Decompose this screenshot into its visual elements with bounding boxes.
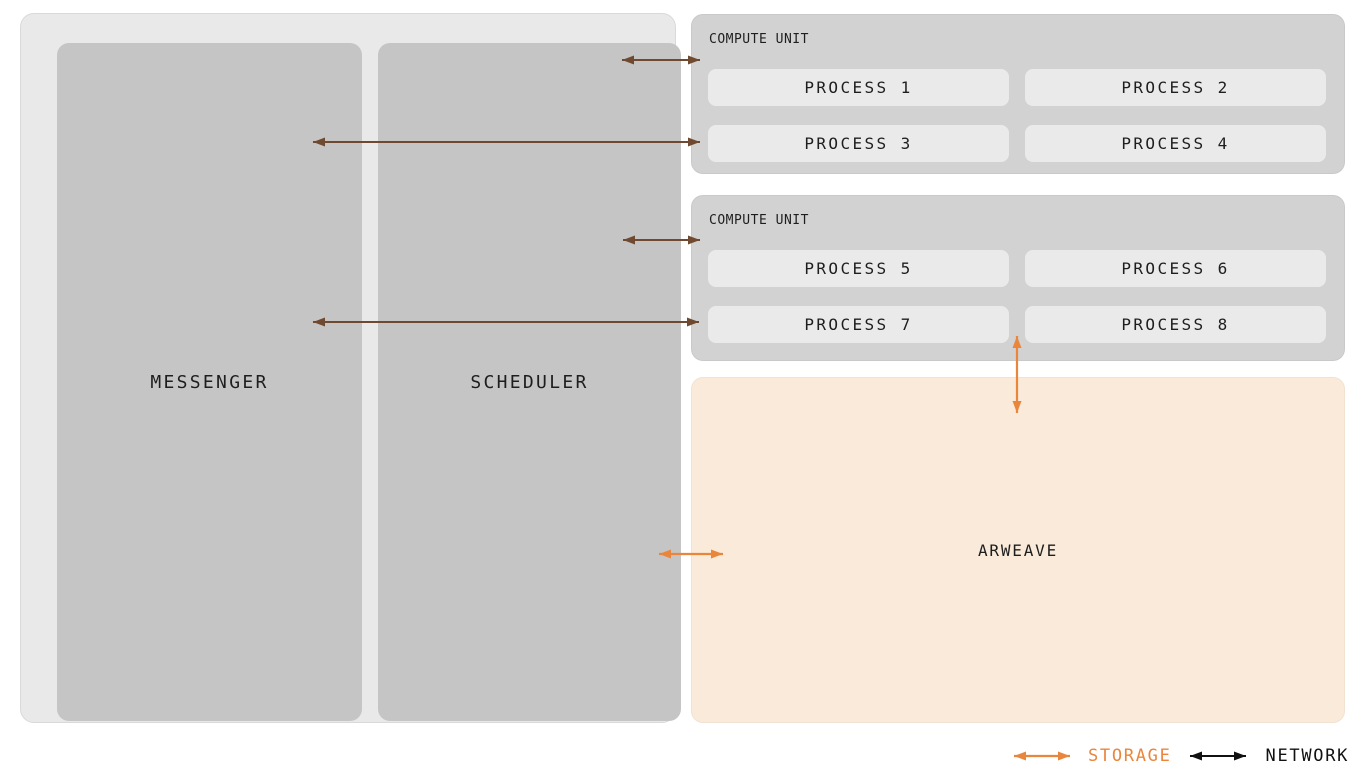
compute-unit-2: COMPUTE UNIT PROCESS 5 PROCESS 6 PROCESS…: [691, 195, 1345, 361]
legend-network-label: NETWORK: [1265, 746, 1350, 766]
compute-unit-2-process-grid: PROCESS 5 PROCESS 6 PROCESS 7 PROCESS 8: [708, 250, 1326, 343]
process-2-box: PROCESS 2: [1025, 69, 1326, 106]
legend-storage-label: STORAGE: [1088, 746, 1172, 766]
process-6-box: PROCESS 6: [1025, 250, 1326, 287]
messenger-panel: MESSENGER: [57, 43, 362, 721]
compute-unit-2-label: COMPUTE UNIT: [709, 213, 809, 228]
storage-arrow-icon: [1014, 751, 1070, 761]
compute-unit-1: COMPUTE UNIT PROCESS 1 PROCESS 2 PROCESS…: [691, 14, 1345, 174]
process-4-box: PROCESS 4: [1025, 125, 1326, 162]
scheduler-label: SCHEDULER: [470, 371, 589, 393]
process-8-box: PROCESS 8: [1025, 306, 1326, 343]
process-7-box: PROCESS 7: [708, 306, 1009, 343]
compute-unit-1-process-grid: PROCESS 1 PROCESS 2 PROCESS 3 PROCESS 4: [708, 69, 1326, 162]
legend: STORAGE NETWORK: [1008, 743, 1349, 769]
arweave-panel: ARWEAVE: [691, 377, 1345, 723]
scheduler-panel: SCHEDULER: [378, 43, 681, 721]
compute-unit-1-label: COMPUTE UNIT: [709, 32, 809, 47]
arweave-label: ARWEAVE: [977, 540, 1059, 560]
process-1-box: PROCESS 1: [708, 69, 1009, 106]
process-5-box: PROCESS 5: [708, 250, 1009, 287]
messenger-scheduler-container: MESSENGER SCHEDULER: [20, 13, 681, 723]
process-3-box: PROCESS 3: [708, 125, 1009, 162]
messenger-label: MESSENGER: [150, 371, 269, 393]
network-arrow-icon: [1189, 751, 1246, 761]
